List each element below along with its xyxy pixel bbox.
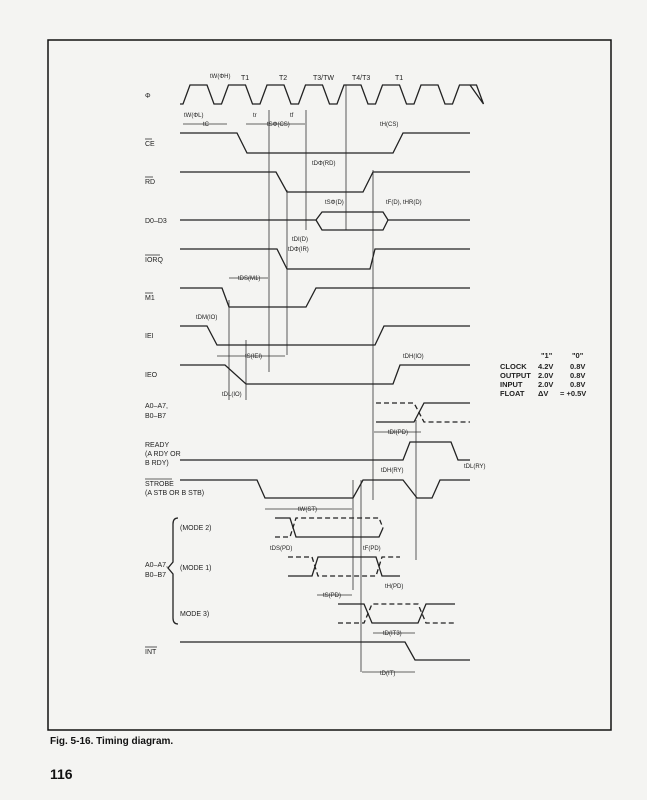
timing-label: tDI(PD)	[388, 430, 408, 436]
timing-label: tH(CS)	[380, 122, 398, 128]
table-cell: OUTPUT	[500, 371, 531, 380]
signal-label-ieo: IEO	[145, 372, 158, 379]
rd-waveform	[180, 171, 470, 193]
timing-label: tDΦ(RD)	[312, 161, 335, 167]
state-label: T3/TW	[313, 75, 334, 82]
timing-label: tr	[253, 113, 257, 119]
figure-frame	[47, 39, 612, 731]
signal-label-ready-sub1: (A RDY OR	[145, 451, 181, 458]
ieo-waveform	[180, 364, 470, 385]
timing-label: tDH(RY)	[381, 468, 404, 474]
table-cell: CLOCK	[500, 362, 527, 371]
timing-label: tDI(D)	[292, 237, 308, 243]
signal-label-ready-sub2: B RDY)	[145, 460, 169, 467]
mode-brace	[167, 517, 179, 625]
state-label: T1	[395, 75, 403, 82]
data-waveform-lower	[315, 219, 389, 231]
strobe-waveform	[180, 479, 470, 499]
iei-waveform	[180, 325, 470, 346]
mode1-label: (MODE 1)	[180, 565, 212, 572]
mode3-label: MODE 3)	[180, 611, 209, 618]
timing-label: tDM(IO)	[196, 315, 217, 321]
mode2-waveform	[275, 517, 384, 538]
timing-label: tDL(IO)	[222, 392, 242, 398]
mode3-waveform	[338, 603, 455, 624]
timing-label: tSΦ(CS)	[267, 122, 290, 128]
mode2-float	[275, 517, 384, 538]
table-cell: = +0.5V	[560, 389, 586, 398]
timing-label: tf	[290, 113, 294, 119]
table-cell: 0.8V	[570, 380, 585, 389]
mode1-waveform	[288, 556, 400, 577]
timing-label: tW(ΦL)	[184, 113, 203, 119]
timing-labels: tW(ΦH) tW(ΦL) tC tr tf tSΦ(CS) tH(CS) tD…	[183, 74, 486, 677]
ready-waveform	[180, 441, 470, 461]
timing-label: tSΦ(D)	[325, 200, 344, 206]
signal-label-port-b: B0–B7	[145, 413, 166, 420]
table-cell: 2.0V	[538, 380, 553, 389]
table-header: "1"	[541, 351, 553, 360]
timing-label: tD(IT3)	[383, 631, 402, 637]
mode2-label: (MODE 2)	[180, 525, 212, 532]
mode3-dashed	[338, 603, 455, 624]
page-number: 116	[50, 766, 73, 782]
signal-label-port-a: A0–A7,	[145, 562, 168, 569]
signal-label-m1: M1	[145, 295, 155, 302]
table-cell: 4.2V	[538, 362, 553, 371]
timing-label: tD(IT)	[380, 671, 395, 677]
iorq-waveform	[180, 248, 470, 270]
signal-label-iorq: IORQ	[145, 257, 163, 264]
signal-label-int: INT	[145, 649, 157, 656]
timing-label: tF(D), tHR(D)	[386, 200, 422, 206]
timing-label: tDS(M1)	[238, 276, 260, 282]
timing-label: tF(PD)	[363, 546, 381, 552]
state-label: T2	[279, 75, 287, 82]
voltage-level-table: "1" "0" CLOCK 4.2V 0.8V OUTPUT 2.0V 0.8V…	[500, 351, 586, 398]
timing-label: tDΦ(IR)	[288, 247, 309, 253]
data-waveform	[180, 211, 470, 221]
signal-label-ce: CE	[145, 141, 155, 148]
clock-waveform	[180, 84, 485, 105]
table-cell: ΔV	[538, 389, 548, 398]
timing-label: tW(ST)	[298, 507, 317, 513]
signal-label-port-a: A0–A7,	[145, 403, 168, 410]
signal-label-ready: READY	[145, 442, 169, 449]
timing-label: tC	[203, 122, 210, 128]
signal-label-rd: RD	[145, 179, 155, 186]
signal-label-data: D0–D3	[145, 218, 167, 225]
table-cell: FLOAT	[500, 389, 525, 398]
table-cell: 0.8V	[570, 362, 585, 371]
timing-label: tDL(RY)	[464, 464, 486, 470]
table-cell: INPUT	[500, 380, 523, 389]
m1-waveform	[180, 287, 470, 308]
table-cell: 2.0V	[538, 371, 553, 380]
state-label: T1	[241, 75, 249, 82]
int-waveform	[180, 641, 470, 661]
timing-label: tH(PD)	[385, 584, 403, 590]
signal-label-strobe-sub: (A STB OR B STB)	[145, 490, 204, 497]
figure-caption: Fig. 5-16. Timing diagram.	[50, 736, 174, 747]
signal-label-clock: Φ	[145, 93, 151, 100]
timing-label: tDH(IO)	[403, 354, 424, 360]
table-cell: 0.8V	[570, 371, 585, 380]
state-label: T4/T3	[352, 75, 370, 82]
ce-waveform	[180, 132, 470, 154]
signal-label-strobe: STROBE	[145, 481, 174, 488]
timing-label: tDS(PD)	[270, 546, 292, 552]
mode1-dashed	[288, 556, 400, 577]
timing-label: tW(ΦH)	[210, 74, 230, 80]
signal-label-port-b: B0–B7	[145, 572, 166, 579]
timing-label: tS(PD)	[323, 593, 341, 599]
table-header: "0"	[572, 351, 584, 360]
port-new-data	[376, 402, 470, 423]
signal-label-iei: IEI	[145, 333, 154, 340]
timing-label: tS(IEI)	[245, 354, 262, 360]
